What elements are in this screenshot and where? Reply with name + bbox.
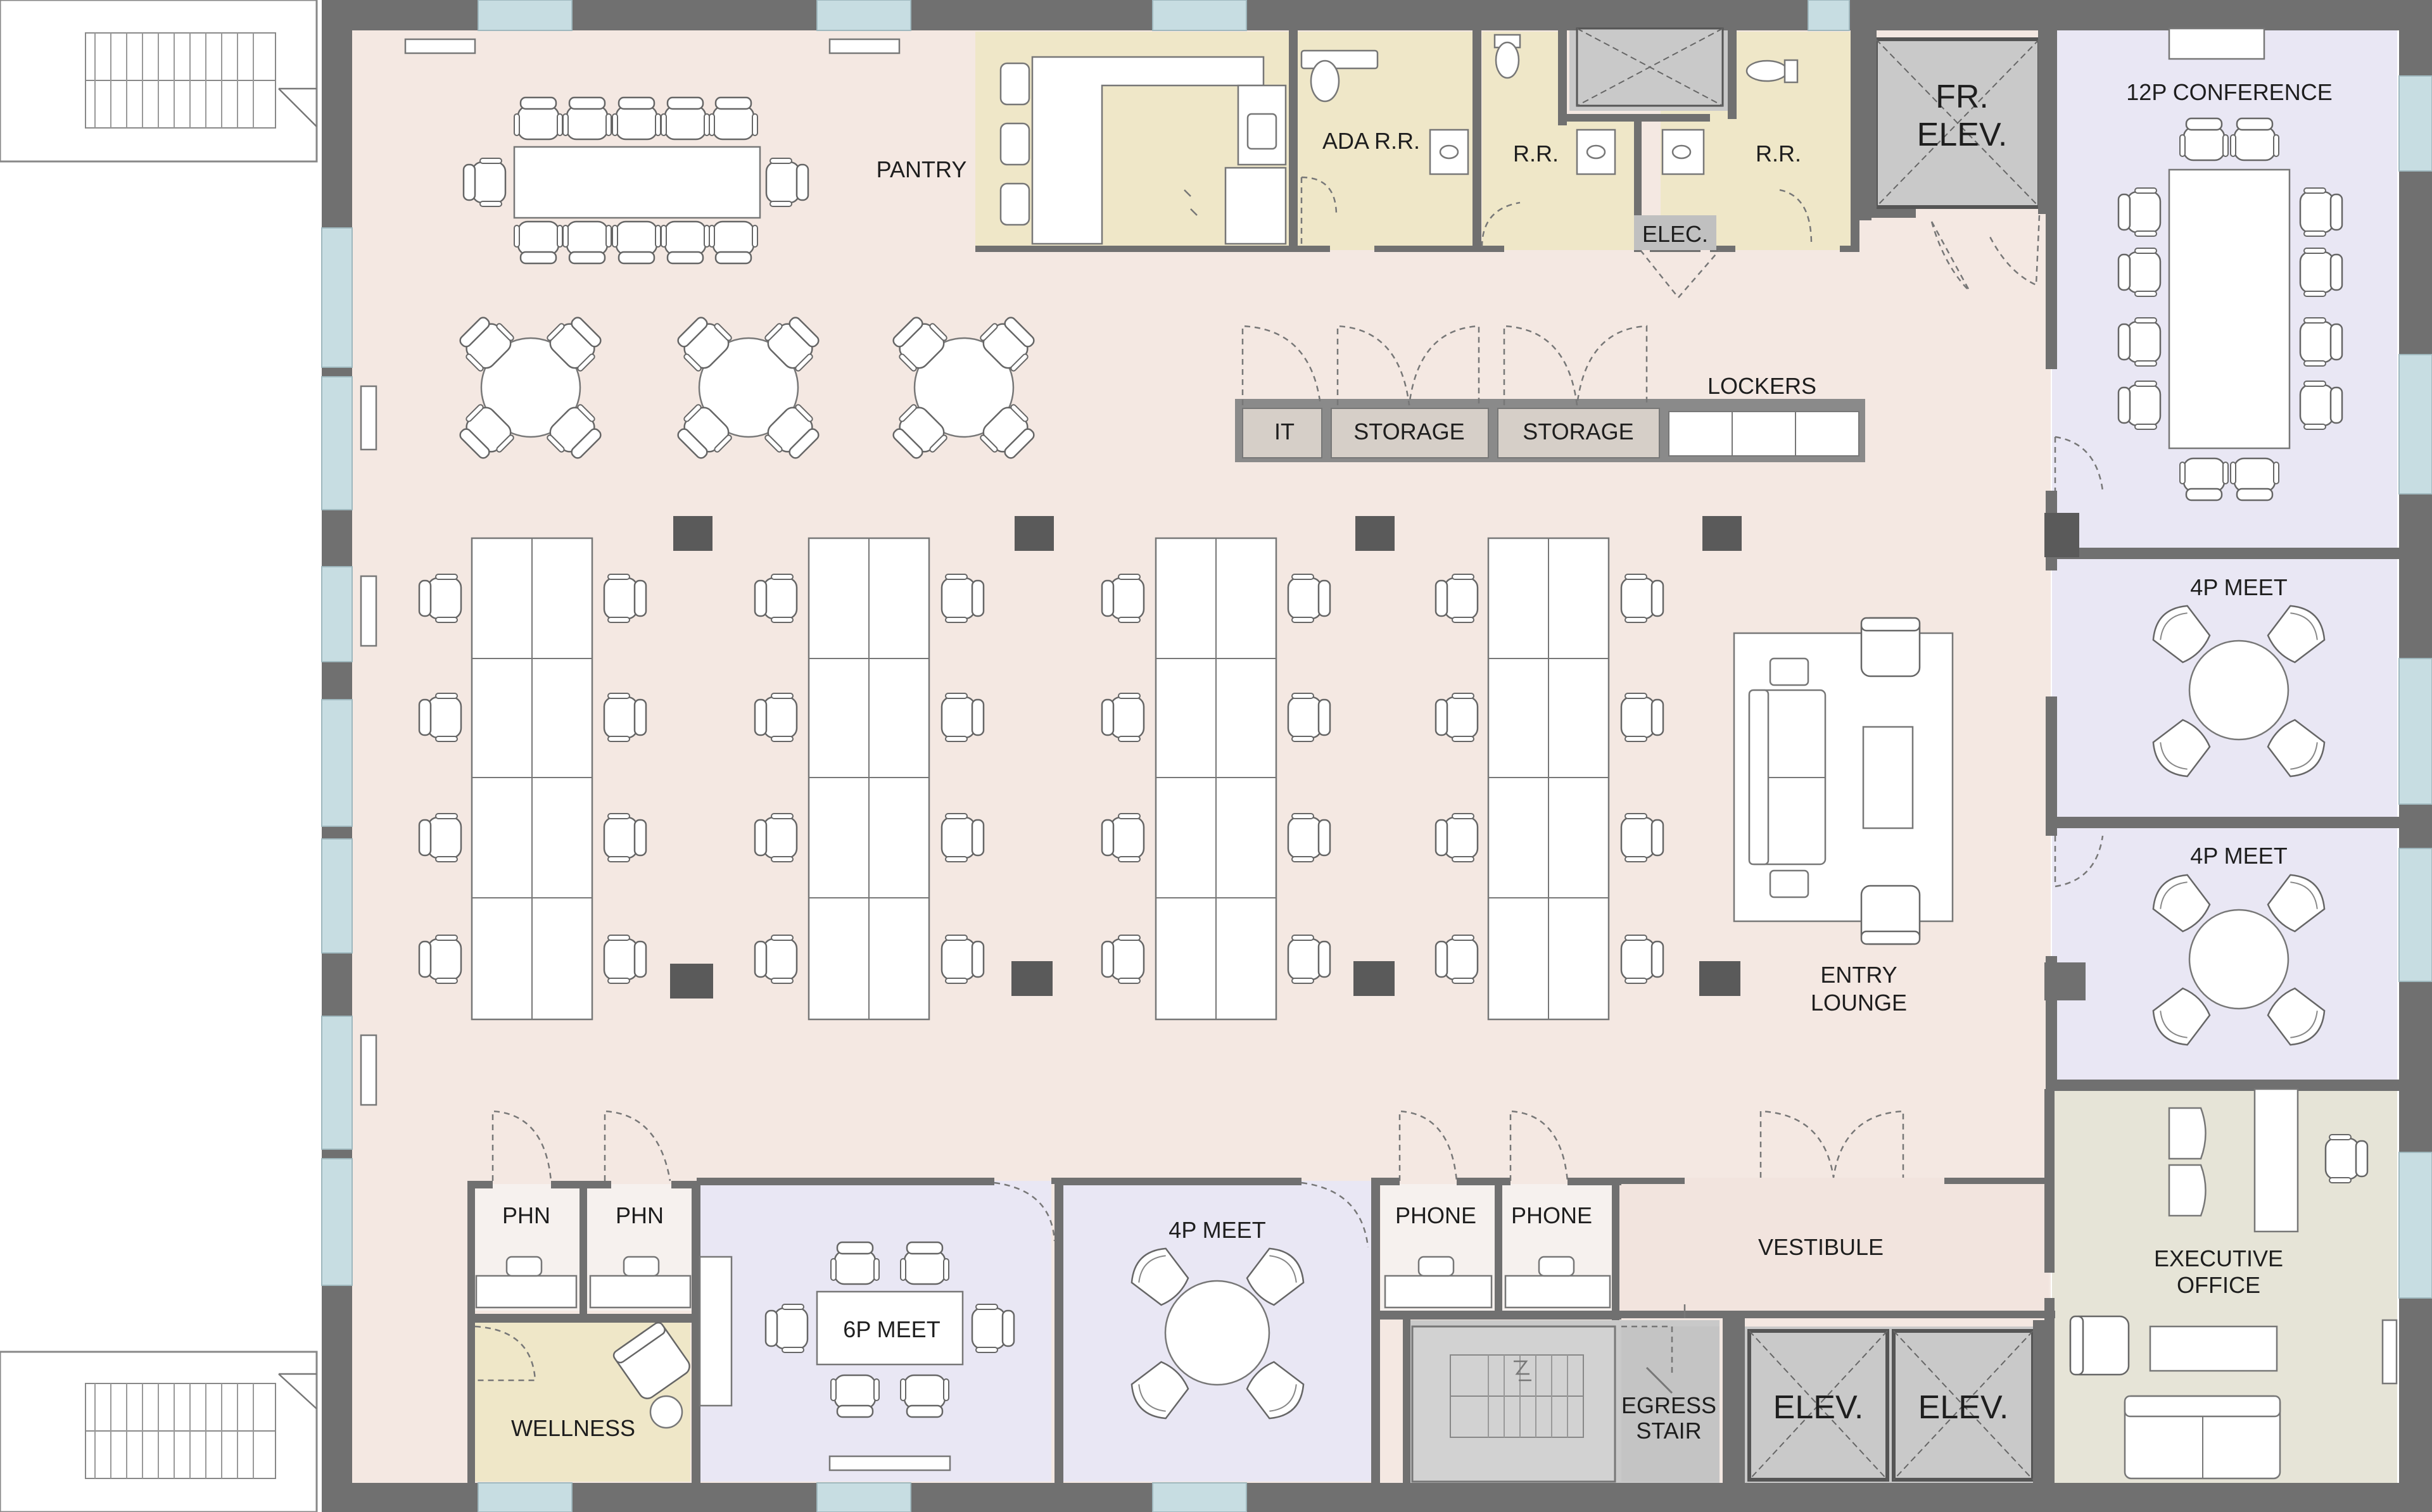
vestibule-floor (1618, 1178, 2049, 1311)
meet-4p-3-furniture (1124, 1181, 1369, 1427)
cafe-round-tables (453, 310, 1041, 465)
label-restroom-1: R.R. (1513, 141, 1559, 167)
storage-row (1235, 325, 1865, 462)
meet-4p-1-furniture (2145, 598, 2333, 784)
meet-4p-2-furniture (2054, 835, 2333, 1053)
workstation-benches (418, 537, 1664, 1021)
columns (670, 513, 2079, 999)
label-elevator-2: ELEV. (1918, 1389, 2009, 1426)
label-lockers: LOCKERS (1707, 373, 1816, 399)
label-conference-12p: 12P CONFERENCE (2126, 79, 2332, 105)
label-elec: ELEC. (1642, 221, 1708, 247)
wellness-furniture (474, 1256, 733, 1429)
entry-lounge-furniture (1733, 617, 1954, 945)
exterior-stair-top (0, 0, 318, 163)
label-meet-4p-1: 4P MEET (2190, 574, 2287, 600)
label-elevator-1: ELEV. (1773, 1389, 1864, 1426)
pantry-furniture (999, 56, 1287, 245)
label-egress-stair-2: STAIR (1636, 1418, 1701, 1444)
restroom-1-floor (1482, 32, 1558, 250)
label-phn-2: PHN (616, 1202, 664, 1228)
conference-12p-furniture (2054, 117, 2343, 501)
interior-walls (467, 27, 2400, 1488)
label-meet-6p: 6P MEET (843, 1316, 940, 1342)
windows (321, 0, 2432, 1512)
label-it: IT (1274, 419, 1295, 444)
label-fr-elevator-2: ELEV. (1917, 117, 2008, 153)
label-phone-1: PHONE (1395, 1202, 1476, 1228)
label-ada-restroom: ADA R.R. (1322, 128, 1420, 154)
label-meet-4p-3: 4P MEET (1168, 1217, 1265, 1243)
label-wellness: WELLNESS (511, 1415, 635, 1441)
phone-room-furniture (475, 1110, 1611, 1309)
label-storage-1: STORAGE (1353, 419, 1464, 444)
executive-office-furniture (2069, 1088, 2398, 1480)
label-phn-1: PHN (502, 1202, 550, 1228)
dining-table-group (462, 96, 809, 265)
label-meet-4p-2: 4P MEET (2190, 843, 2287, 869)
meet-6p-furniture (764, 1181, 1056, 1471)
label-executive-office-1: EXECUTIVE (2154, 1245, 2283, 1271)
label-storage-2: STORAGE (1523, 419, 1633, 444)
restroom-fixtures (1300, 34, 2041, 298)
label-vestibule: VESTIBULE (1758, 1234, 1884, 1260)
label-pantry: PANTRY (877, 156, 967, 182)
label-phone-2: PHONE (1511, 1202, 1592, 1228)
label-entry-lounge-2: LOUNGE (1811, 990, 1907, 1016)
room-labels: PANTRY ADA R.R. R.R. R.R. ELEC. FR. ELEV… (502, 79, 2333, 1444)
label-fr-elevator-1: FR. (1935, 79, 1989, 115)
label-restroom-2: R.R. (1756, 141, 1801, 167)
vestibule-doors (1683, 1110, 1904, 1318)
label-egress-stair-1: EGRESS (1621, 1392, 1716, 1418)
label-executive-office-2: OFFICE (2177, 1272, 2260, 1298)
label-entry-lounge-1: ENTRY (1820, 962, 1897, 988)
exterior-stair-bottom (0, 1351, 318, 1512)
left-wall-shelves (360, 27, 2265, 1106)
